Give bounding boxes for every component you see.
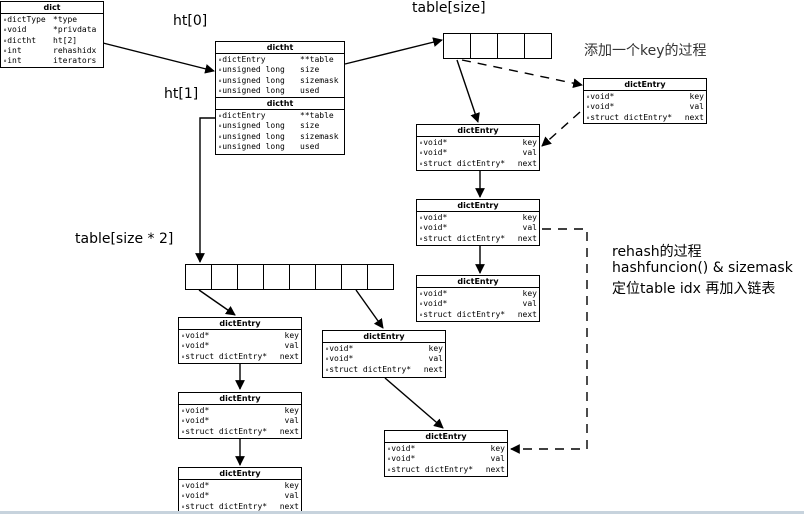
arrow-dashed-new-entry xyxy=(461,59,583,88)
dictentry-title: dictEntry xyxy=(179,318,301,330)
dictentry-field: void*val xyxy=(586,102,704,112)
dictentry-field: void*key xyxy=(325,344,443,354)
dict-field: dictType*type xyxy=(3,15,101,25)
dictentry-title: dictEntry xyxy=(417,276,539,288)
note-rehash-line1: rehash的过程 xyxy=(612,244,702,260)
dictentry-field: void*val xyxy=(325,354,443,364)
arrow-dashed-new-to-a xyxy=(541,111,581,147)
dictentry-field: void*key xyxy=(419,213,537,223)
bottom-border xyxy=(0,511,804,514)
dictht-title: dictht xyxy=(216,98,344,110)
dictentry-field: struct dictEntry*next xyxy=(181,352,299,362)
note-rehash-line3: 定位table idx 再加入链表 xyxy=(612,281,776,297)
dictentry-field: void*val xyxy=(181,491,299,501)
table-slot xyxy=(237,264,264,290)
dictentry-c: dictEntry void*key void*val struct dictE… xyxy=(416,275,540,322)
arrow-entry-g-to-h xyxy=(384,377,444,429)
note-add-key: 添加一个key的过程 xyxy=(584,43,707,59)
arrow-dict-to-ht0 xyxy=(102,42,215,74)
table-slot xyxy=(470,33,498,59)
dictentry-b: dictEntry void*key void*val struct dictE… xyxy=(416,199,540,246)
dictentry-field: void*val xyxy=(387,454,505,464)
dictentry-field: struct dictEntry*next xyxy=(325,365,443,375)
dictentry-field: void*key xyxy=(181,406,299,416)
dictentry-field: void*val xyxy=(419,299,537,309)
dictentry-field: void*val xyxy=(419,223,537,233)
arrow-ht1-to-table-size2 xyxy=(195,117,216,263)
dictentry-title: dictEntry xyxy=(417,200,539,212)
dictentry-d: dictEntry void*key void*val struct dictE… xyxy=(178,317,302,364)
dictentry-field: void*key xyxy=(387,444,505,454)
table-slot xyxy=(263,264,290,290)
table-slot xyxy=(367,264,394,290)
dict-field: void*privdata xyxy=(3,25,101,35)
arrow-table-to-entry-a xyxy=(456,59,480,123)
dictentry-title: dictEntry xyxy=(417,125,539,137)
label-ht0: ht[0] xyxy=(173,13,208,29)
table-slot xyxy=(524,33,552,59)
table-size-array xyxy=(443,33,552,59)
arrow-ht0-to-table-size xyxy=(344,37,443,65)
dictentry-field: struct dictEntry*next xyxy=(419,234,537,244)
dictentry-title: dictEntry xyxy=(179,468,301,480)
dictht-ht0: dictht dictEntry**table unsigned longsiz… xyxy=(215,41,345,98)
dictentry-field: struct dictEntry*next xyxy=(181,502,299,512)
dictht-field: dictEntry**table xyxy=(218,111,342,121)
dictentry-f: dictEntry void*key void*val struct dictE… xyxy=(178,467,302,514)
dictentry-g: dictEntry void*key void*val struct dictE… xyxy=(322,330,446,378)
dictentry-field: void*key xyxy=(181,481,299,491)
dictentry-field: struct dictEntry*next xyxy=(181,427,299,437)
table-slot xyxy=(211,264,238,290)
table-slot xyxy=(341,264,368,290)
dictentry-h: dictEntry void*key void*val struct dictE… xyxy=(384,430,508,477)
dict-title: dict xyxy=(1,2,103,14)
dictentry-new: dictEntry void*key void*val struct dictE… xyxy=(583,78,707,124)
dictht-title: dictht xyxy=(216,42,344,54)
label-table-size2: table[size * 2] xyxy=(75,231,174,247)
dictentry-e: dictEntry void*key void*val struct dictE… xyxy=(178,392,302,439)
dictentry-title: dictEntry xyxy=(584,79,706,91)
table-slot xyxy=(289,264,316,290)
arrow-table2-to-entry-g xyxy=(355,289,384,329)
dict-struct: dict dictType*type void*privdata dicthth… xyxy=(0,1,104,68)
dictentry-field: void*key xyxy=(419,289,537,299)
dictentry-field: void*val xyxy=(181,341,299,351)
dictentry-title: dictEntry xyxy=(323,331,445,343)
label-ht1: ht[1] xyxy=(164,86,199,102)
dictentry-field: void*key xyxy=(181,331,299,341)
table-slot xyxy=(443,33,471,59)
dictentry-field: void*val xyxy=(181,416,299,426)
dictentry-title: dictEntry xyxy=(385,431,507,443)
dictentry-field: void*val xyxy=(419,148,537,158)
table-size2-array xyxy=(185,264,394,290)
dictentry-title: dictEntry xyxy=(179,393,301,405)
table-slot xyxy=(315,264,342,290)
arrow-table2-to-entry-d xyxy=(198,289,236,316)
table-slot xyxy=(497,33,525,59)
dictentry-field: struct dictEntry*next xyxy=(586,113,704,123)
dictentry-field: void*key xyxy=(586,92,704,102)
dictht-field: dictEntry**table xyxy=(218,55,342,65)
dictentry-field: void*key xyxy=(419,138,537,148)
dictentry-field: struct dictEntry*next xyxy=(387,465,505,475)
arrow-dashed-rehash xyxy=(510,228,588,454)
label-table-size: table[size] xyxy=(412,0,486,16)
table-slot xyxy=(185,264,212,290)
dictht-ht1: dictht dictEntry**table unsigned longsiz… xyxy=(215,97,345,155)
dictentry-a: dictEntry void*key void*val struct dictE… xyxy=(416,124,540,171)
note-rehash-line2: hashfuncion() & sizemask xyxy=(612,260,793,276)
dictentry-field: struct dictEntry*next xyxy=(419,310,537,320)
dictentry-field: struct dictEntry*next xyxy=(419,159,537,169)
